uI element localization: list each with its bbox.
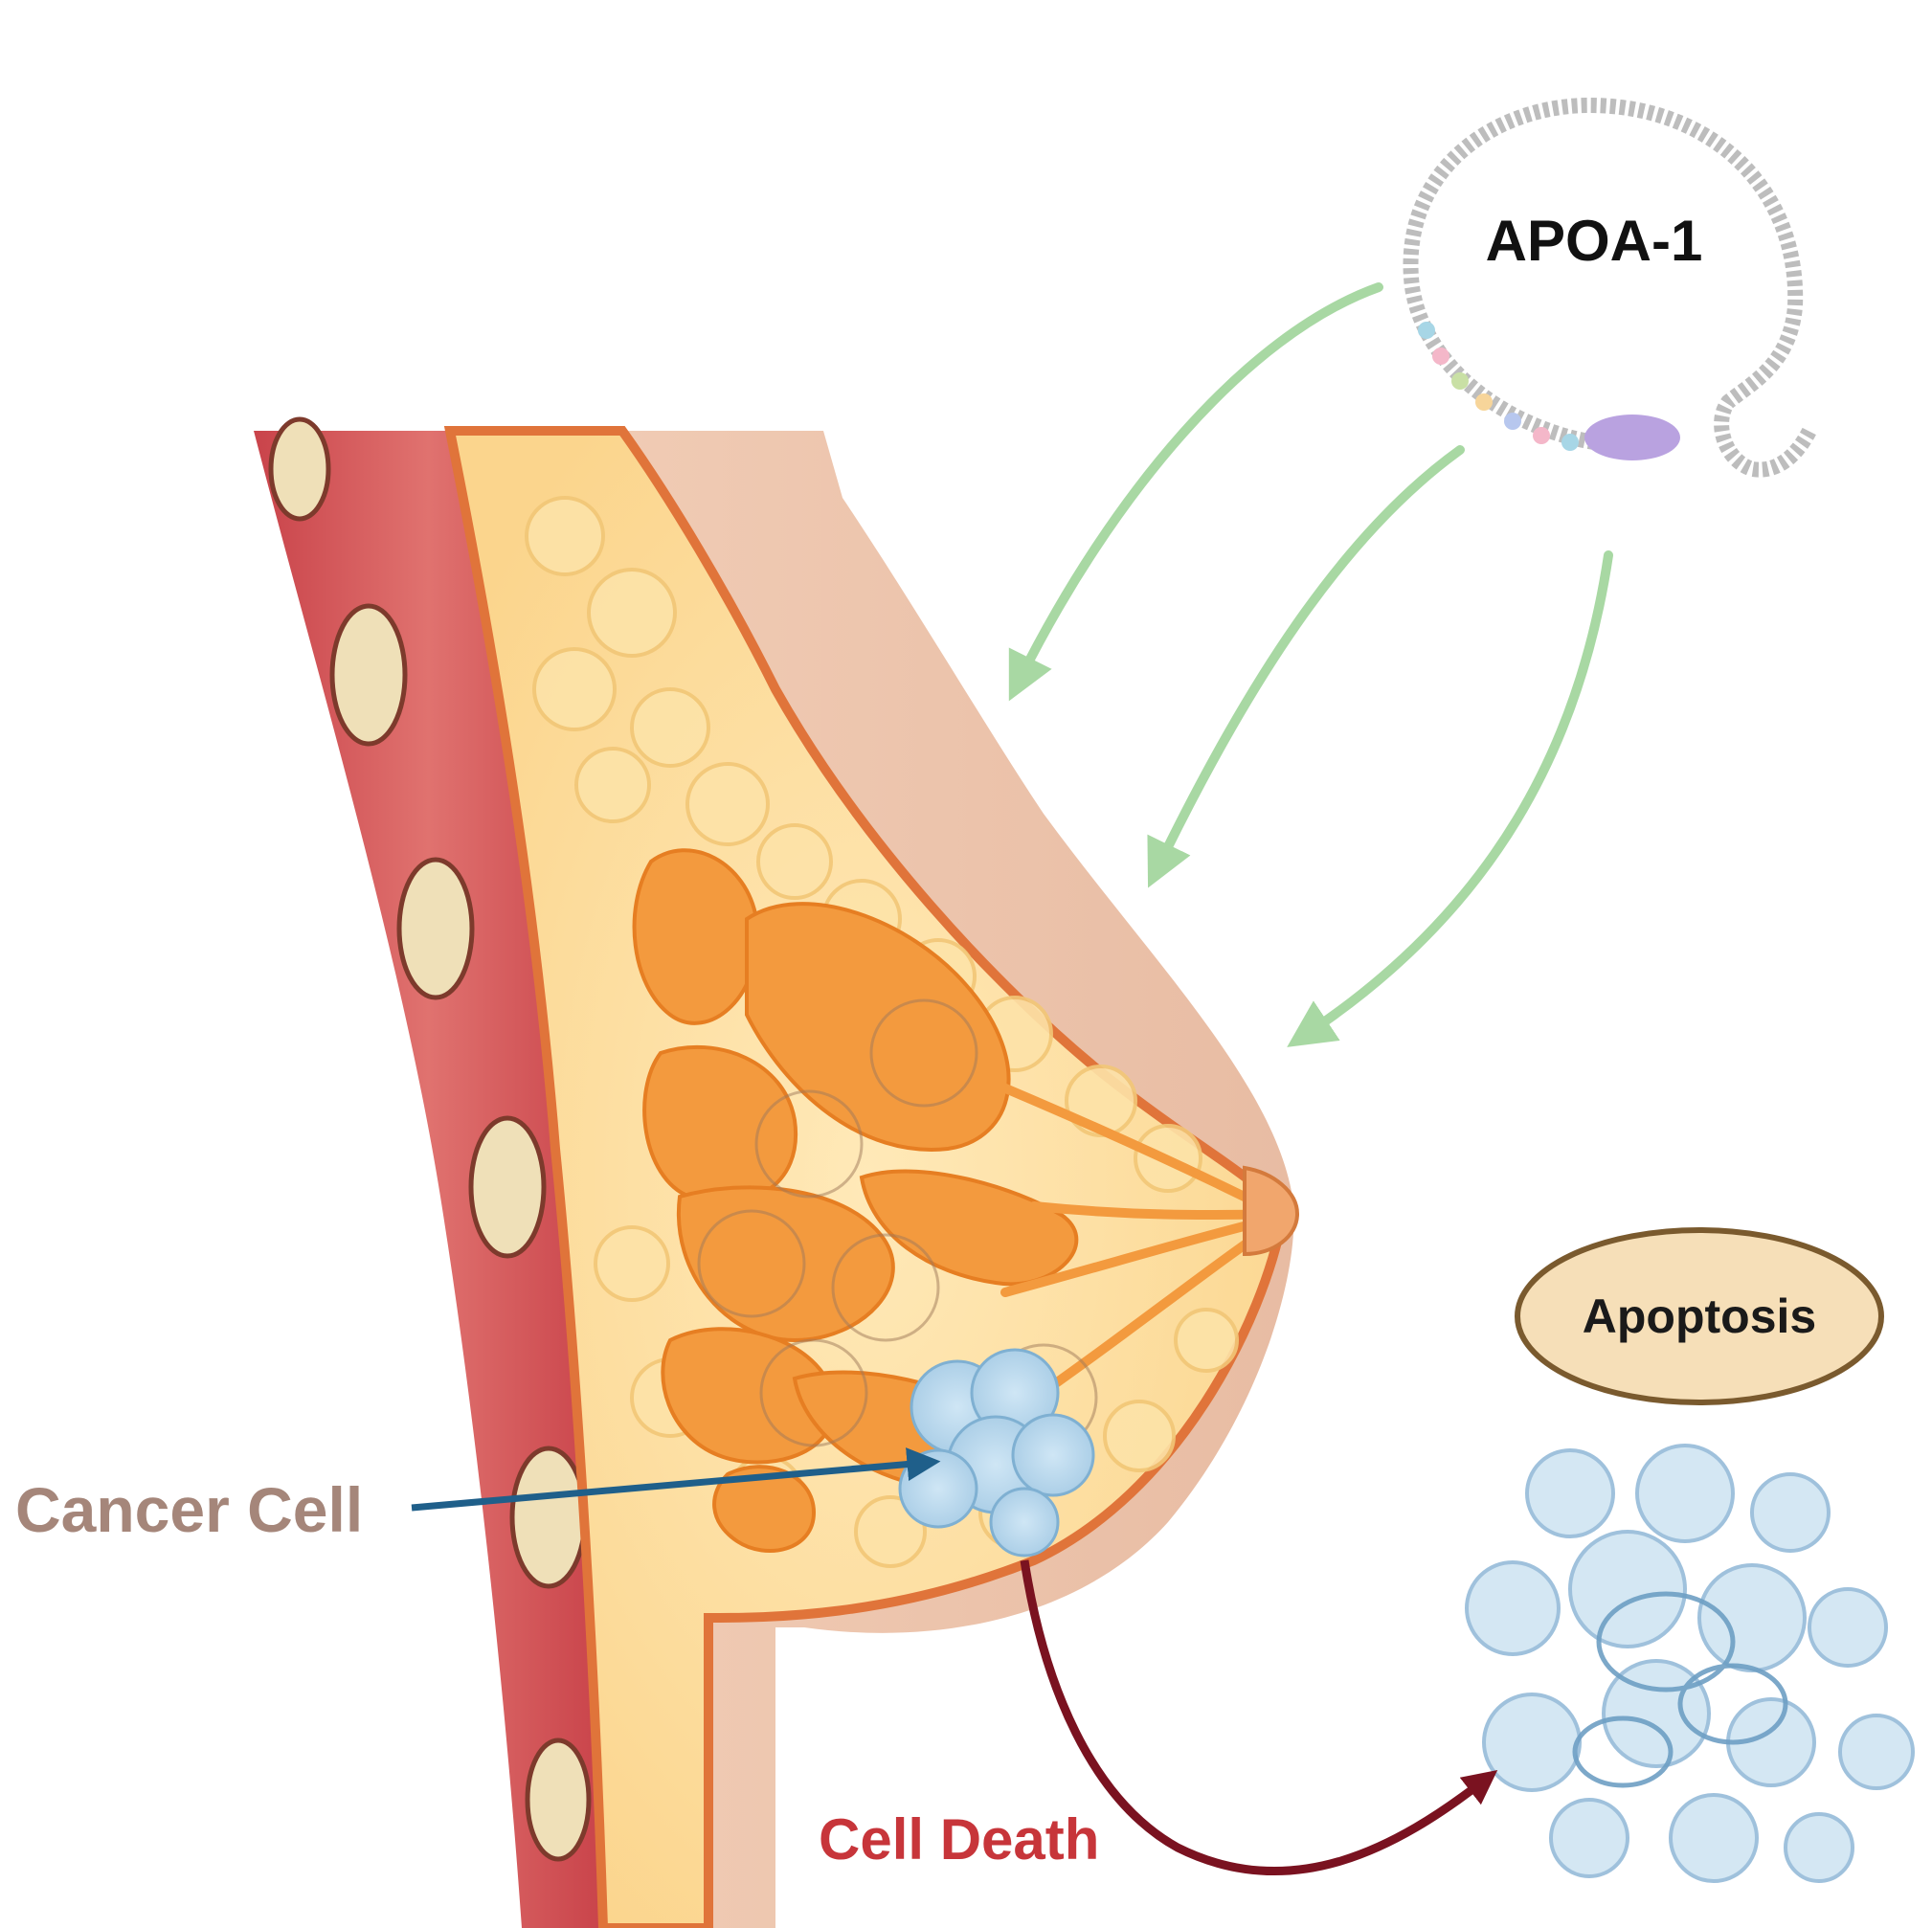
breast-anatomy-illustration (254, 416, 1300, 1928)
green-arrow (1287, 550, 1613, 1047)
rib (329, 603, 408, 747)
tumor-mass (898, 1348, 1095, 1558)
apoptosis-label: Apoptosis (1583, 1289, 1816, 1343)
apoptosis-ellipse (1515, 1227, 1884, 1405)
apoa1-chain (1403, 97, 1817, 478)
apoptotic-cell-outlines (1572, 1591, 1788, 1788)
apoa1-label: APOA-1 (1486, 209, 1703, 273)
apoptosis-badge: Apoptosis (1515, 1227, 1884, 1405)
green-arrow (1147, 445, 1465, 888)
rib (525, 1737, 592, 1862)
apoa1-effect-arrows (1008, 282, 1613, 1047)
ribs (268, 416, 592, 1862)
rib (396, 857, 475, 1000)
cell-death-label: Cell Death (819, 1807, 1099, 1872)
apoptotic-cells (1465, 1444, 1915, 1883)
green-arrow (1008, 282, 1383, 702)
cell-death-arrow (1020, 1559, 1498, 1876)
rib (468, 1115, 547, 1259)
rib (268, 416, 331, 522)
apoa1-colored-segments (1418, 322, 1579, 451)
apoa1-domain-blob (1584, 415, 1680, 460)
apoa1-protein: APOA-1 (1403, 97, 1817, 478)
cancer-cell-label: Cancer Cell (15, 1474, 363, 1545)
rib (509, 1446, 588, 1589)
nipple (1243, 1165, 1300, 1257)
cancer-cell-arrow (411, 1447, 941, 1512)
apoa1-molecules-in-tissue (697, 998, 1098, 1452)
